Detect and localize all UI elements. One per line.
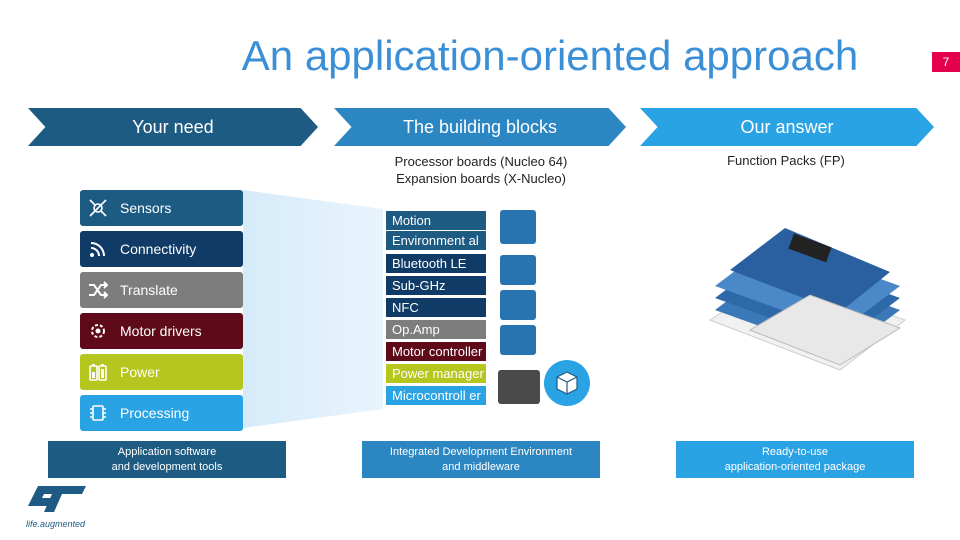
bottom-box-app-software: Application software and development too… [48, 441, 286, 478]
need-label: Processing [120, 405, 190, 421]
cube-icon [556, 371, 578, 395]
need-item-processing: Processing [80, 395, 243, 431]
need-label: Motor drivers [120, 323, 202, 339]
motion-board-image [500, 210, 536, 244]
need-item-power: Power [80, 354, 243, 390]
column-header-label: Our answer [740, 116, 834, 137]
building-blocks-subheader: Processor boards (Nucleo 64) Expansion b… [345, 153, 617, 187]
bottom-box-line: Ready-to-use [761, 445, 829, 458]
battery-icon [86, 360, 110, 384]
bottom-box-line: and middleware [442, 460, 520, 473]
block-motor-controller: Motor controller [386, 342, 486, 361]
block-environmental: Environment al [386, 231, 486, 250]
bottom-box-line: application-oriented package [724, 460, 866, 473]
st-logo: life.augmented [26, 484, 96, 529]
page-number-badge: 7 [932, 52, 960, 72]
need-label: Connectivity [120, 241, 197, 257]
column-header-your-need: Your need [28, 108, 318, 146]
stm32cube-logo [544, 360, 590, 406]
st-logo-tagline: life.augmented [26, 519, 86, 529]
page-title: An application-oriented approach [241, 32, 859, 79]
opamp-board-image [500, 325, 536, 355]
answer-subheader: Function Packs (FP) [727, 153, 845, 168]
bottom-box-ide: Integrated Development Environment and m… [362, 441, 600, 478]
need-label: Translate [120, 282, 178, 298]
ble-board-image [500, 255, 536, 285]
wifi-signal-icon [86, 237, 110, 261]
nucleo-board-image [498, 370, 540, 404]
bottom-box-line: and development tools [111, 460, 223, 473]
sub-ghz-board-image [500, 290, 536, 320]
need-label: Power [120, 364, 160, 380]
column-header-building-blocks: The building blocks [334, 108, 626, 146]
subheader-line: Expansion boards (X-Nucleo) [396, 171, 566, 186]
chip-icon [86, 401, 110, 425]
need-item-connectivity: Connectivity [80, 231, 243, 267]
satellite-icon [86, 196, 110, 220]
block-bluetooth-le: Bluetooth LE [386, 254, 486, 273]
subheader-line: Processor boards (Nucleo 64) [394, 154, 568, 169]
column-header-label: The building blocks [402, 116, 558, 137]
block-power-manager: Power manager [386, 364, 486, 383]
bottom-box-ready-to-use: Ready-to-use application-oriented packag… [676, 441, 914, 478]
motor-gear-icon [86, 319, 110, 343]
block-microcontroller: Microcontroll er [386, 386, 486, 405]
need-label: Sensors [120, 200, 172, 216]
need-item-translate: Translate [80, 272, 243, 308]
bottom-box-line: Integrated Development Environment [389, 445, 573, 458]
function-pack-board-stack-image [690, 200, 920, 390]
block-nfc: NFC [386, 298, 486, 317]
block-sub-ghz: Sub-GHz [386, 276, 486, 295]
st-logo-mark [28, 486, 86, 512]
funnel-graphic [243, 190, 383, 428]
shuffle-icon [86, 278, 110, 302]
column-header-label: Your need [132, 116, 214, 137]
bottom-box-line: Application software [117, 445, 217, 458]
column-header-our-answer: Our answer [640, 108, 934, 146]
block-op-amp: Op.Amp [386, 320, 486, 339]
need-item-motor-drivers: Motor drivers [80, 313, 243, 349]
need-item-sensors: Sensors [80, 190, 243, 226]
block-motion: Motion [386, 211, 486, 230]
